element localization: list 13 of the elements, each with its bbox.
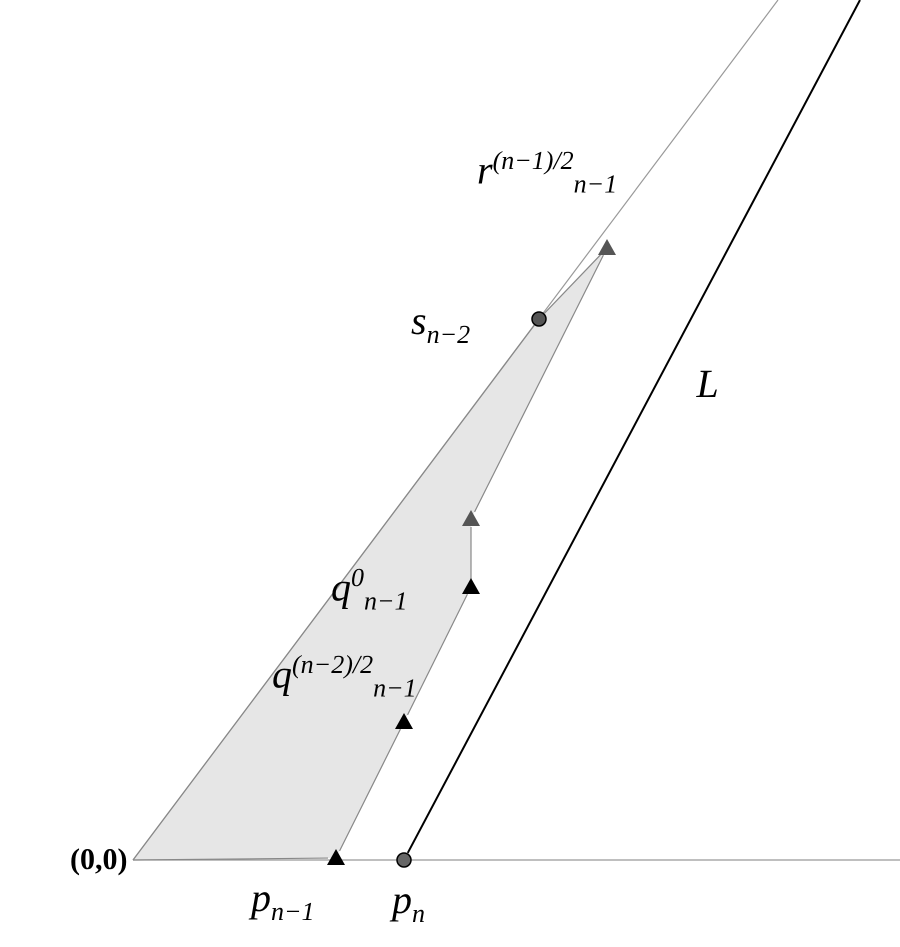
line-segment: [474, 254, 604, 512]
line-segment: [132, 325, 535, 860]
point-label: p$_{n}$: [392, 880, 425, 927]
point-label: s$_{n−2}$: [411, 301, 470, 348]
edge-label: L: [696, 364, 719, 404]
line-segment: [470, 527, 472, 579]
line-segment: [544, 253, 602, 314]
line-segment: [133, 857, 328, 861]
line-segment: [339, 728, 401, 852]
line-segment: [407, 594, 468, 716]
line-segment: [406, 0, 861, 854]
origin-label: (0,0): [70, 845, 128, 875]
point-label: p$_{n−1}$: [251, 878, 315, 925]
